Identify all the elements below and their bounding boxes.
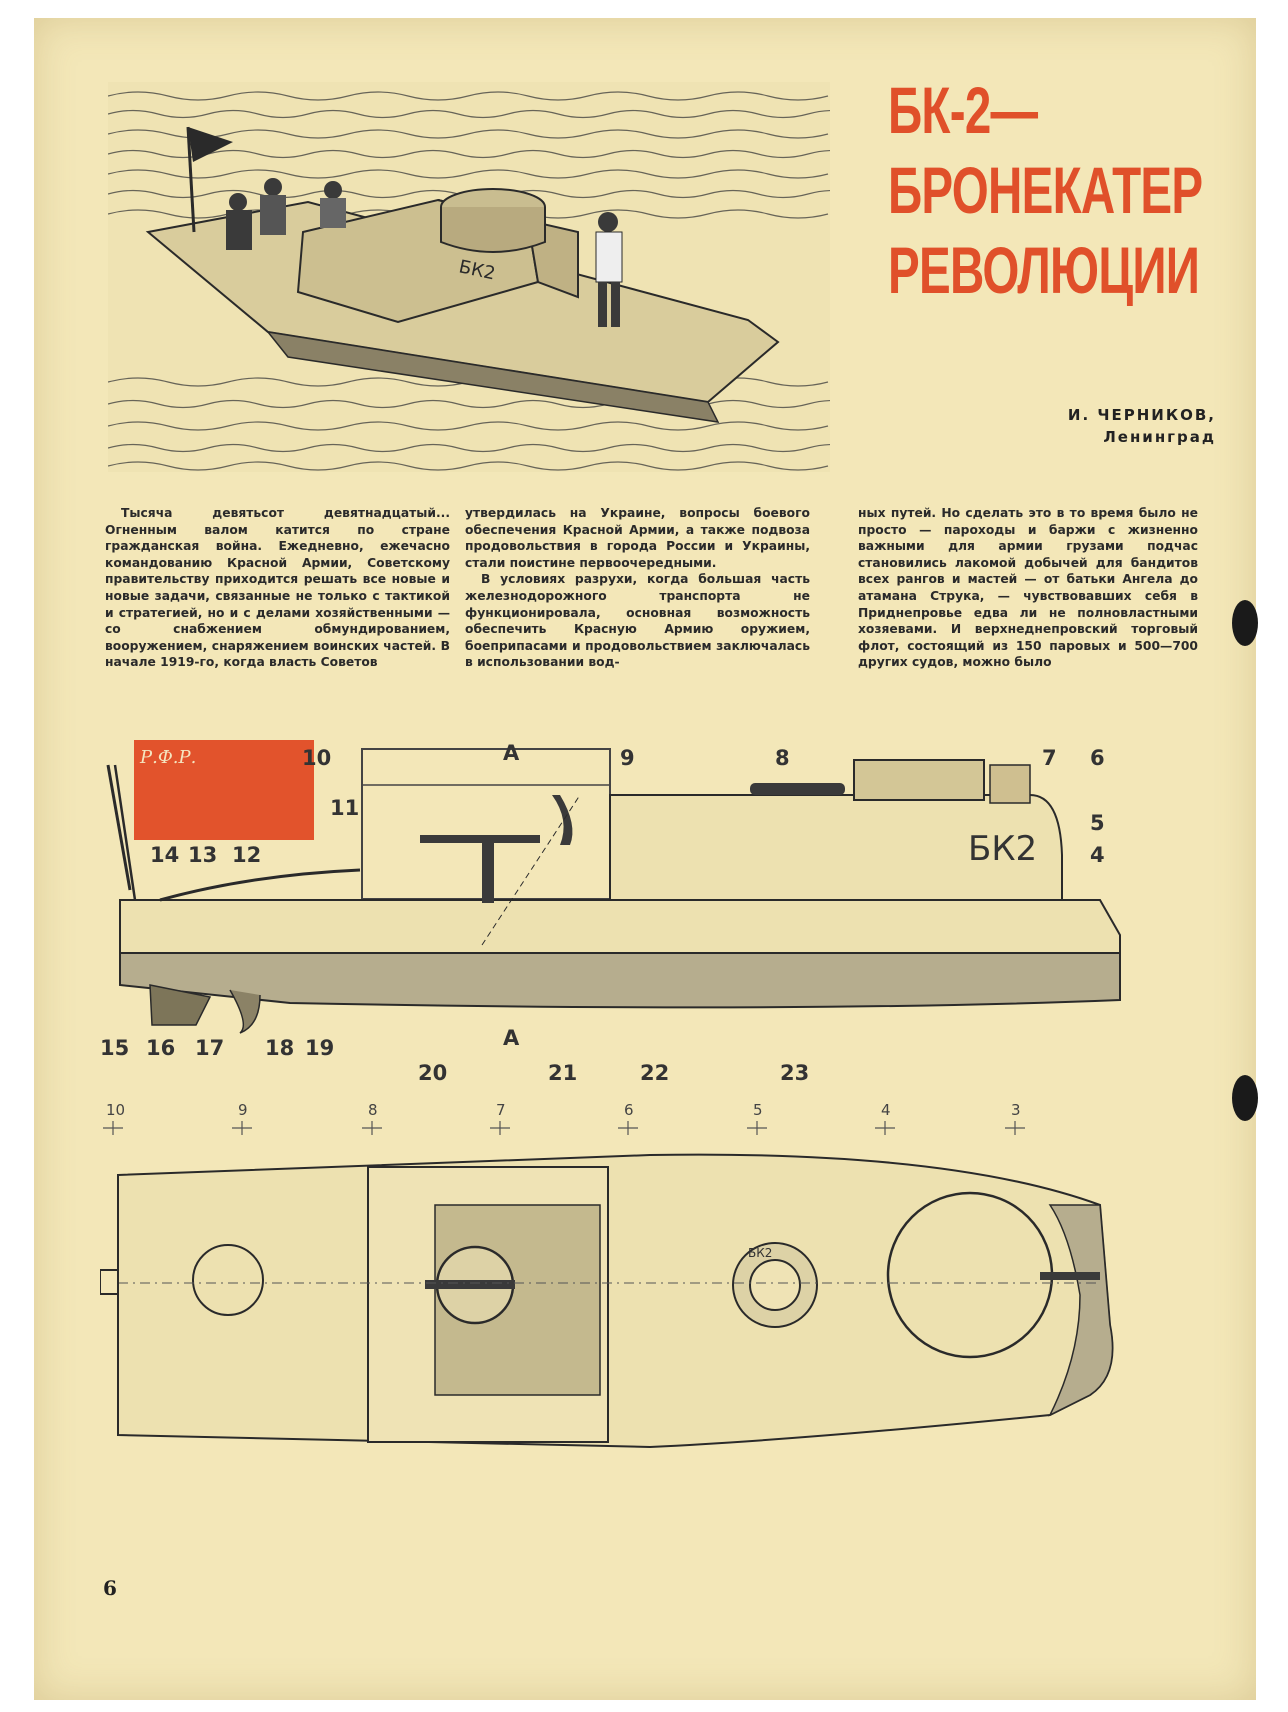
section-label-bottom: А (503, 1026, 520, 1050)
callout-4: 4 (1090, 843, 1105, 867)
article-title: БК-2— БРОНЕКАТЕР РЕВОЛЮЦИИ (888, 70, 1233, 310)
callout-22: 22 (640, 1061, 669, 1085)
section-label-top: А (503, 741, 520, 765)
soviet-flag (134, 740, 314, 840)
callout-10: 10 (302, 746, 331, 770)
technical-drawing: Р.Ф.Р. БК2 10 9 8 7 6 11 5 14 13 12 4 А … (100, 740, 1121, 1449)
hull-marking: БК2 (968, 829, 1037, 869)
station-9: 9 (238, 1101, 248, 1119)
binder-hole (1232, 1075, 1258, 1121)
author-city: Ленинград (1103, 428, 1216, 446)
station-3: 3 (1011, 1101, 1021, 1119)
paragraph: ных путей. Но сделать это в то время был… (858, 506, 1198, 670)
title-line-3: РЕВОЛЮЦИИ (888, 233, 1200, 307)
station-7: 7 (496, 1101, 506, 1119)
boat-illustration: БК2 (108, 82, 830, 472)
flag-text: Р.Ф.Р. (139, 747, 196, 768)
paragraph: утвердилась на Украине, вопросы боевого … (465, 506, 810, 570)
callout-7: 7 (1042, 746, 1057, 770)
callout-18: 18 (265, 1036, 294, 1060)
station-8: 8 (368, 1101, 378, 1119)
paragraph: В условиях разрухи, когда большая часть … (465, 572, 810, 670)
station-6: 6 (624, 1101, 634, 1119)
station-4: 4 (881, 1101, 891, 1119)
paragraph: Тысяча девятьсот девятнадцатый... Огненн… (105, 506, 450, 670)
callout-13: 13 (188, 843, 217, 867)
plan-view: БК2 (100, 1153, 1114, 1449)
author-name: И. ЧЕРНИКОВ, (1067, 406, 1216, 424)
callout-21: 21 (548, 1061, 577, 1085)
text-column-2: утвердилась на Украине, вопросы боевого … (465, 505, 810, 671)
callout-16: 16 (146, 1036, 175, 1060)
author-byline: И. ЧЕРНИКОВ, Ленинград (1068, 404, 1216, 448)
side-view: БК2 (113, 748, 1121, 1034)
callout-14: 14 (150, 843, 179, 867)
callout-20: 20 (418, 1061, 447, 1085)
station-marks (103, 1121, 1025, 1135)
callout-5: 5 (1090, 811, 1105, 835)
station-5: 5 (753, 1101, 763, 1119)
callout-15: 15 (100, 1036, 129, 1060)
callout-23: 23 (780, 1061, 809, 1085)
lifebuoy-marking: БК2 (748, 1246, 772, 1260)
station-10: 10 (106, 1101, 125, 1119)
binder-hole (1232, 600, 1258, 646)
callout-8: 8 (775, 746, 790, 770)
callout-9: 9 (620, 746, 635, 770)
page-number: 6 (103, 1576, 117, 1600)
callout-12: 12 (232, 843, 261, 867)
callout-17: 17 (195, 1036, 224, 1060)
callout-19: 19 (305, 1036, 334, 1060)
callout-6: 6 (1090, 746, 1105, 770)
text-column-1: Тысяча девятьсот девятнадцатый... Огненн… (105, 505, 450, 671)
callout-11: 11 (330, 796, 359, 820)
title-line-2: БРОНЕКАТЕР (888, 153, 1203, 227)
text-column-3: ных путей. Но сделать это в то время был… (858, 505, 1198, 671)
title-line-1: БК-2— (888, 73, 1038, 147)
